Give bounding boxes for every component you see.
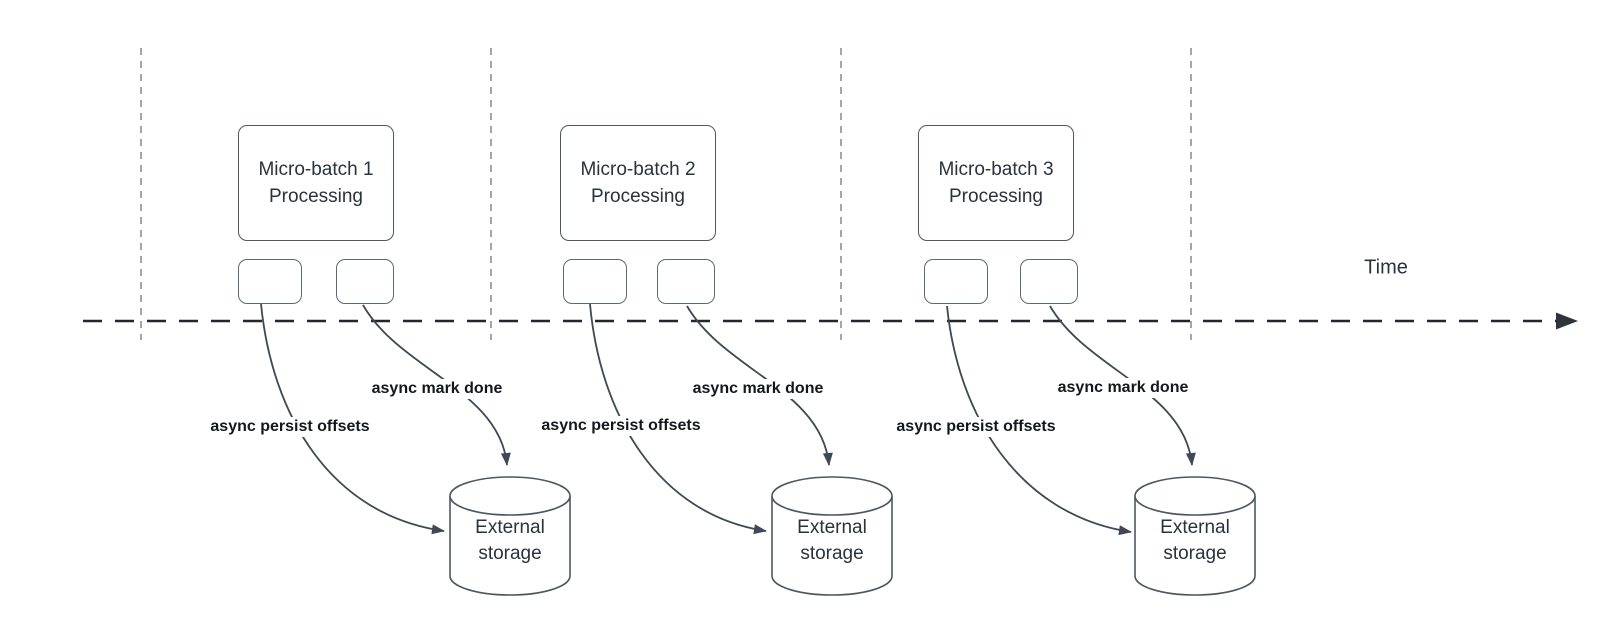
mark-done-label-2: async mark done [687, 379, 829, 399]
cylinder-body [449, 496, 571, 596]
mark-done-label-3: async mark done [1052, 378, 1194, 398]
micro-batch-2-subtitle: Processing [591, 186, 685, 207]
micro-batch-2-box: Micro-batch 2 Processing [560, 125, 716, 241]
time-label: Time [1364, 256, 1408, 279]
storage-word-2: storage [1163, 543, 1227, 564]
time-axis-arrowhead-icon [1556, 312, 1578, 330]
external-storage-label-2: External storage [772, 515, 892, 567]
persist-offsets-arrow-1 [260, 303, 445, 535]
cylinder-top [449, 476, 571, 516]
external-storage-cylinder-1 [449, 476, 571, 596]
task-box-2-left [563, 259, 627, 304]
persist-offsets-label-1: async persist offsets [205, 417, 375, 437]
storage-word-1: External [797, 517, 867, 538]
persist-offsets-arrow-2 [589, 303, 767, 535]
cylinder-top [771, 476, 893, 516]
persist-offsets-label-3: async persist offsets [891, 417, 1061, 437]
task-box-2-right [657, 259, 715, 304]
cylinder-body [1134, 496, 1256, 596]
cylinder-body [771, 496, 893, 596]
task-box-3-left [924, 259, 988, 304]
persist-offsets-arrow-3 [946, 305, 1132, 536]
micro-batch-2-title: Micro-batch 2 [580, 159, 696, 180]
external-storage-cylinder-3 [1134, 476, 1256, 596]
external-storage-label-3: External storage [1135, 515, 1255, 567]
micro-batch-3-subtitle: Processing [949, 186, 1043, 207]
micro-batch-3-title: Micro-batch 3 [938, 159, 1054, 180]
mark-done-label-1: async mark done [366, 379, 508, 399]
micro-batch-1-subtitle: Processing [269, 186, 363, 207]
cylinder-top [1134, 476, 1256, 516]
micro-batch-1-title: Micro-batch 1 [258, 159, 374, 180]
storage-word-2: storage [478, 543, 542, 564]
task-box-1-left [238, 259, 302, 304]
task-box-3-right [1020, 259, 1078, 304]
storage-word-1: External [475, 517, 545, 538]
micro-batch-3-box: Micro-batch 3 Processing [918, 125, 1074, 241]
task-box-1-right [336, 259, 394, 304]
persist-offsets-label-2: async persist offsets [536, 416, 706, 436]
storage-word-1: External [1160, 517, 1230, 538]
storage-word-2: storage [800, 543, 864, 564]
external-storage-cylinder-2 [771, 476, 893, 596]
micro-batch-1-box: Micro-batch 1 Processing [238, 125, 394, 241]
external-storage-label-1: External storage [450, 515, 570, 567]
